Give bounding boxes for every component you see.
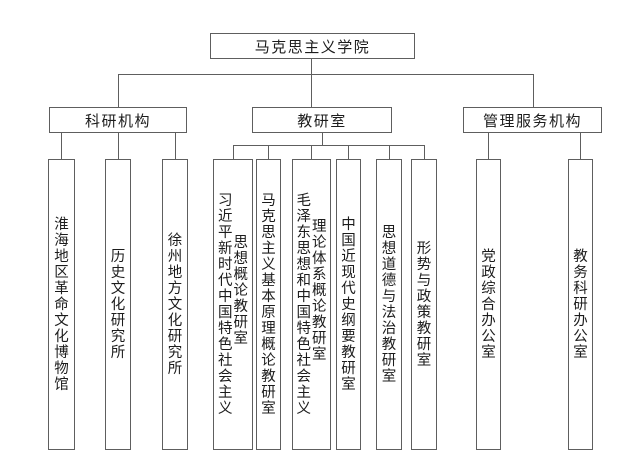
connector-drop-research [118, 74, 119, 107]
connector-stub-c2 [580, 133, 581, 159]
connector-drop-b3 [311, 145, 312, 159]
branch-box-research-institutions: 科研机构 [49, 107, 187, 133]
connector-drop-b1 [233, 145, 234, 159]
connector-stub-c1 [488, 133, 489, 159]
dept-box-mao-zedong-thought-office: 毛泽东思想和中国特色社会主义理论体系概论教研室 [292, 159, 331, 450]
connector-drop-admin [533, 74, 534, 107]
connector-level1-bus [118, 74, 533, 75]
connector-drop-b2 [268, 145, 269, 159]
dept-box-modern-chinese-history-office: 中国近现代史纲要教研室 [336, 159, 361, 450]
dept-box-xi-jinping-thought-office: 习近平新时代中国特色社会主义思想概论教研室 [213, 159, 253, 450]
connector-stub-teaching [322, 133, 323, 145]
connector-drop-b5 [389, 145, 390, 159]
dept-box-history-culture-institute: 历史文化研究所 [105, 159, 131, 450]
connector-stub-a3 [175, 133, 176, 159]
dept-box-huaihai-revolutionary-culture-museum: 淮海地区革命文化博物馆 [48, 159, 75, 450]
connector-drop-b4 [348, 145, 349, 159]
connector-teaching-bus [233, 145, 424, 146]
root-box-school-of-marxism: 马克思主义学院 [210, 33, 415, 59]
connector-root-stub [311, 59, 312, 107]
dept-box-party-admin-general-office: 党政综合办公室 [476, 159, 501, 450]
dept-box-situation-policy-office: 形势与政策教研室 [411, 159, 437, 450]
connector-stub-a2 [118, 133, 119, 159]
connector-stub-a1 [61, 133, 62, 159]
dept-box-marxism-basic-principles-office: 马克思主义基本原理概论教研室 [256, 159, 281, 450]
connector-drop-b6 [424, 145, 425, 159]
dept-box-xuzhou-local-culture-institute: 徐州地方文化研究所 [162, 159, 188, 450]
dept-box-morality-rule-of-law-office: 思想道德与法治教研室 [376, 159, 402, 450]
dept-box-academic-affairs-research-office: 教务科研办公室 [568, 159, 593, 450]
branch-box-management-service: 管理服务机构 [463, 107, 602, 133]
branch-box-teaching-research-offices: 教研室 [252, 107, 392, 133]
